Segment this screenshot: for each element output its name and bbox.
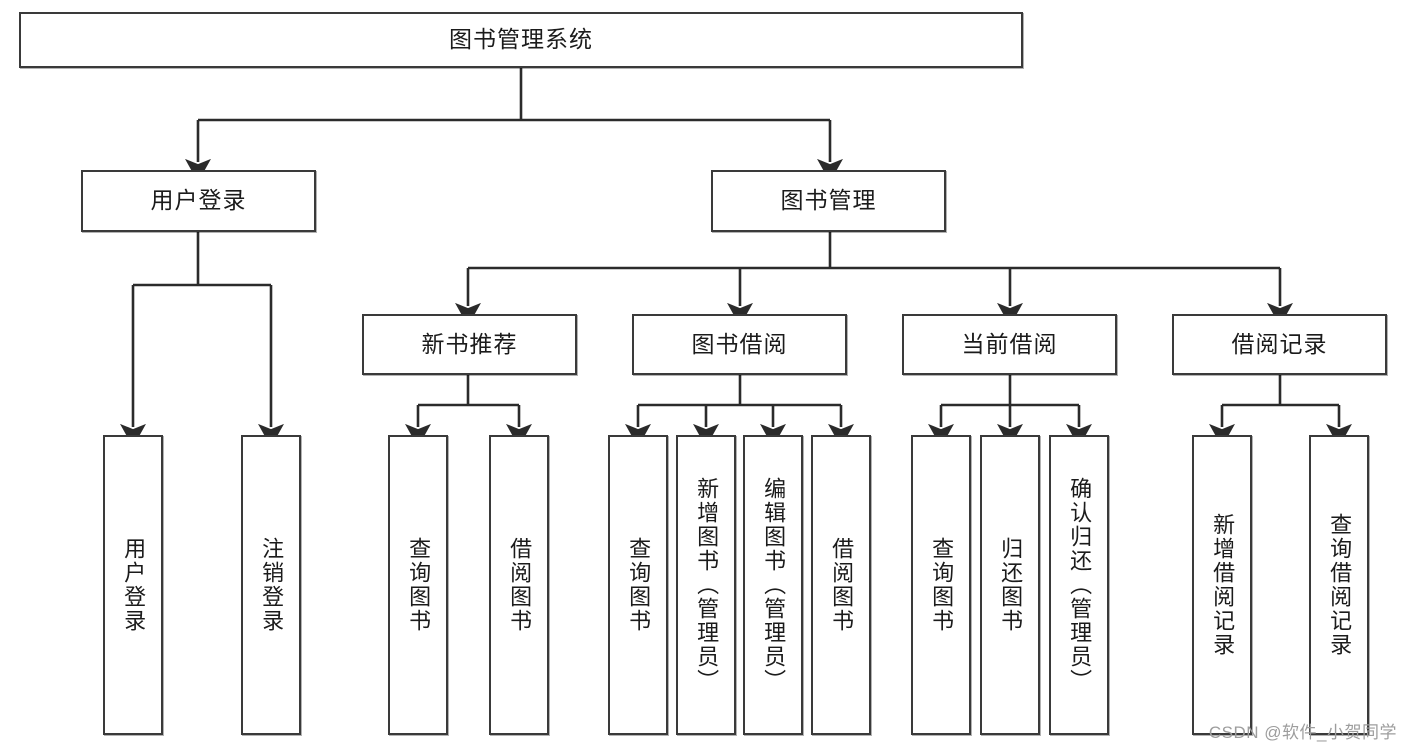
- node-label: 新增借阅记录: [1210, 513, 1236, 657]
- node-label: 归还图书: [998, 537, 1024, 633]
- node-label: 借阅记录: [1231, 330, 1328, 357]
- node-book-borrow[interactable]: 图书借阅: [632, 314, 847, 375]
- leaf-add-borrow-record[interactable]: 新增借阅记录: [1192, 435, 1252, 735]
- node-label: 编辑图书（管理员）: [761, 477, 787, 693]
- node-borrow-record[interactable]: 借阅记录: [1172, 314, 1387, 375]
- leaf-user-login[interactable]: 用户登录: [103, 435, 163, 735]
- node-root-book-management-system[interactable]: 图书管理系统: [19, 12, 1023, 68]
- node-label: 查询图书: [929, 537, 955, 633]
- node-book-management[interactable]: 图书管理: [711, 170, 946, 232]
- node-label: 新书推荐: [421, 330, 518, 357]
- node-label: 查询图书: [626, 537, 652, 633]
- node-label: 查询图书: [406, 537, 432, 633]
- node-current-borrow[interactable]: 当前借阅: [902, 314, 1117, 375]
- node-label: 用户登录: [121, 537, 147, 633]
- leaf-add-book-admin[interactable]: 新增图书（管理员）: [676, 435, 736, 735]
- node-label: 新增图书（管理员）: [694, 477, 720, 693]
- node-label: 借阅图书: [507, 537, 533, 633]
- node-user-login[interactable]: 用户登录: [81, 170, 316, 232]
- node-label: 确认归还（管理员）: [1067, 477, 1093, 693]
- node-label: 查询借阅记录: [1327, 513, 1353, 657]
- leaf-borrow-book-new-recommend[interactable]: 借阅图书: [489, 435, 549, 735]
- leaf-query-book-new-recommend[interactable]: 查询图书: [388, 435, 448, 735]
- node-label: 图书借阅: [691, 330, 788, 357]
- leaf-query-borrow-record[interactable]: 查询借阅记录: [1309, 435, 1369, 735]
- leaf-borrow-book-borrow[interactable]: 借阅图书: [811, 435, 871, 735]
- node-new-book-recommend[interactable]: 新书推荐: [362, 314, 577, 375]
- node-label: 图书管理: [780, 187, 877, 214]
- leaf-confirm-return-admin[interactable]: 确认归还（管理员）: [1049, 435, 1109, 735]
- leaf-user-logout[interactable]: 注销登录: [241, 435, 301, 735]
- node-label: 借阅图书: [829, 537, 855, 633]
- node-label: 当前借阅: [961, 330, 1058, 357]
- leaf-query-book-current[interactable]: 查询图书: [911, 435, 971, 735]
- leaf-return-book[interactable]: 归还图书: [980, 435, 1040, 735]
- leaf-edit-book-admin[interactable]: 编辑图书（管理员）: [743, 435, 803, 735]
- node-label: 注销登录: [259, 537, 285, 633]
- csdn-watermark: CSDN @软件_小贺同学: [1208, 723, 1397, 742]
- leaf-query-book-borrow[interactable]: 查询图书: [608, 435, 668, 735]
- node-label: 用户登录: [150, 187, 247, 214]
- node-label: 图书管理系统: [449, 26, 593, 53]
